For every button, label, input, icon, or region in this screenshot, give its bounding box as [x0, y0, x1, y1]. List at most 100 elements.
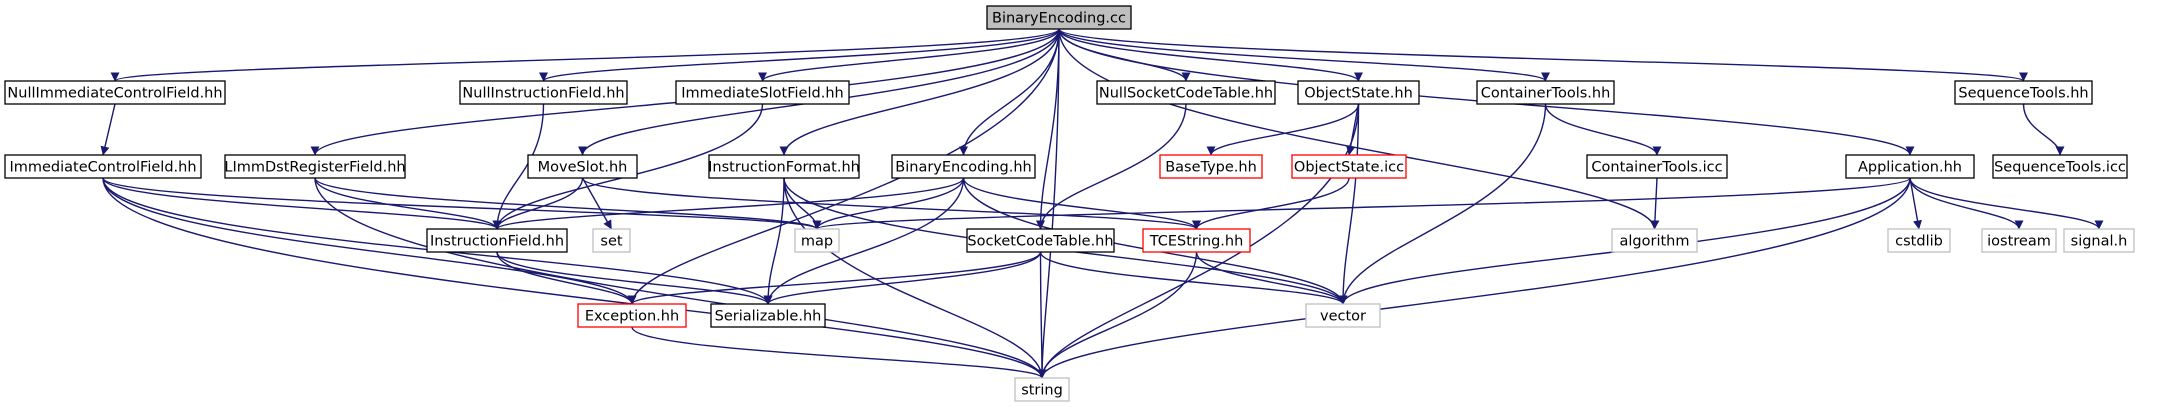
- node-label-exception: Exception.hh: [585, 309, 679, 325]
- node-box-set: [592, 228, 631, 253]
- edge-immctrl-to-exception: [102, 177, 637, 305]
- edge-root-to-nullimm: [110, 28, 1060, 82]
- node-box-vector: [1305, 303, 1381, 328]
- node-label-seqtools: SequenceTools.hh: [1958, 86, 2088, 102]
- edge-nullimm-to-immctrl: [100, 103, 116, 156]
- edge-limm-to-string: [314, 177, 1047, 379]
- node-label-instrfield: InstructionField.hh: [430, 234, 564, 250]
- node-box-conttools: [1476, 80, 1615, 105]
- edge-conttools-to-vector: [1338, 103, 1547, 305]
- edge-binenc-to-tcestr: [962, 177, 1201, 230]
- node-socktable[interactable]: SocketCodeTable.hh: [966, 228, 1115, 253]
- edge-root-to-string: [1037, 28, 1060, 379]
- edge-socktable-to-serial: [763, 251, 1042, 305]
- node-string[interactable]: string: [1014, 377, 1070, 402]
- node-iostream[interactable]: iostream: [1981, 228, 2057, 253]
- node-box-instrfmt: [708, 154, 860, 179]
- node-exception[interactable]: Exception.hh: [577, 303, 687, 328]
- node-label-tcestr: TCEString.hh: [1149, 234, 1244, 250]
- edge-seqtools-to-seqicc: [2022, 103, 2065, 156]
- node-map[interactable]: map: [794, 228, 840, 253]
- node-label-nullinstr: NullInstructionField.hh: [462, 86, 624, 102]
- node-objicc[interactable]: ObjectState.icc: [1291, 154, 1407, 179]
- node-immslot[interactable]: ImmediateSlotField.hh: [675, 80, 850, 105]
- node-box-tcestr: [1142, 228, 1251, 253]
- node-objstate[interactable]: ObjectState.hh: [1297, 80, 1420, 105]
- node-nullimm[interactable]: NullImmediateControlField.hh: [4, 80, 226, 105]
- node-label-vector: vector: [1320, 309, 1366, 325]
- node-limm[interactable]: LImmDstRegisterField.hh: [224, 154, 406, 179]
- node-set[interactable]: set: [592, 228, 631, 253]
- node-box-map: [794, 228, 840, 253]
- node-moveslot[interactable]: MoveSlot.hh: [527, 154, 638, 179]
- edge-instrfmt-to-serial: [763, 177, 785, 305]
- edge-root-to-nullinstr: [539, 28, 1060, 82]
- edge-instrfield-to-exception: [496, 251, 637, 305]
- node-box-immctrl: [4, 154, 202, 179]
- node-algorithm[interactable]: algorithm: [1611, 228, 1698, 253]
- node-label-objicc: ObjectState.icc: [1294, 160, 1404, 176]
- node-box-moveslot: [527, 154, 638, 179]
- edge-objstate-to-basetype: [1206, 103, 1360, 156]
- edge-nullinstr-to-instrfield: [492, 103, 545, 230]
- node-label-conticc: ContainerTools.icc: [1591, 160, 1722, 176]
- node-box-instrfield: [426, 228, 568, 253]
- node-basetype[interactable]: BaseType.hh: [1159, 154, 1263, 179]
- node-app[interactable]: Application.hh: [1845, 154, 1975, 179]
- edge-socktable-to-string: [1037, 251, 1047, 379]
- node-label-cstdlib: cstdlib: [1895, 234, 1943, 250]
- node-signal[interactable]: signal.h: [2063, 228, 2135, 253]
- edge-conticc-to-algorithm: [1650, 177, 1660, 230]
- node-label-set: set: [600, 234, 622, 250]
- node-label-binenc: BinaryEncoding.hh: [895, 160, 1031, 176]
- node-label-iostream: iostream: [1987, 234, 2051, 250]
- node-instrfmt[interactable]: InstructionFormat.hh: [708, 154, 860, 179]
- node-box-socktable: [966, 228, 1115, 253]
- node-box-signal: [2063, 228, 2135, 253]
- node-label-serial: Serializable.hh: [715, 309, 822, 325]
- node-box-limm: [224, 154, 406, 179]
- edge-moveslot-to-set: [581, 177, 613, 230]
- node-label-signal: signal.h: [2071, 234, 2128, 250]
- node-label-algorithm: algorithm: [1620, 234, 1690, 250]
- node-box-iostream: [1981, 228, 2057, 253]
- node-conttools[interactable]: ContainerTools.hh: [1476, 80, 1615, 105]
- edge-root-to-objstate: [1058, 28, 1363, 82]
- node-tcestr[interactable]: TCEString.hh: [1142, 228, 1251, 253]
- node-label-nullimm: NullImmediateControlField.hh: [7, 86, 222, 102]
- node-binenc[interactable]: BinaryEncoding.hh: [891, 154, 1036, 179]
- node-label-string: string: [1021, 383, 1063, 399]
- node-label-objstate: ObjectState.hh: [1304, 86, 1413, 102]
- node-box-conticc: [1586, 154, 1728, 179]
- edge-root-to-socktable: [1036, 28, 1060, 230]
- node-nullsock[interactable]: NullSocketCodeTable.hh: [1096, 80, 1276, 105]
- node-vector[interactable]: vector: [1305, 303, 1381, 328]
- node-label-moveslot: MoveSlot.hh: [538, 160, 628, 176]
- edge-objstate-to-vector: [1338, 103, 1360, 305]
- edge-app-to-map: [813, 177, 1911, 230]
- node-seqicc[interactable]: SequenceTools.icc: [1992, 154, 2128, 179]
- node-box-exception: [577, 303, 687, 328]
- node-box-immslot: [675, 80, 850, 105]
- edge-root-to-algorithm: [1058, 28, 1659, 230]
- node-serial[interactable]: Serializable.hh: [710, 303, 826, 328]
- edge-app-to-iostream: [1909, 177, 2024, 230]
- node-seqtools[interactable]: SequenceTools.hh: [1954, 80, 2093, 105]
- edge-objstate-to-objicc: [1346, 103, 1360, 156]
- node-cstdlib[interactable]: cstdlib: [1887, 228, 1951, 253]
- node-label-map: map: [801, 234, 833, 250]
- node-conticc[interactable]: ContainerTools.icc: [1586, 154, 1728, 179]
- edge-objicc-to-tcestr: [1192, 177, 1350, 230]
- node-root[interactable]: BinaryEncoding.cc: [986, 5, 1132, 30]
- node-nullinstr[interactable]: NullInstructionField.hh: [459, 80, 628, 105]
- edge-root-to-immslot: [758, 28, 1060, 82]
- node-box-nullsock: [1096, 80, 1276, 105]
- edge-root-to-instrfmt: [779, 28, 1060, 156]
- edge-binenc-to-serial: [763, 177, 965, 305]
- edge-exception-to-string: [631, 326, 1047, 379]
- node-instrfield[interactable]: InstructionField.hh: [426, 228, 568, 253]
- edge-binenc-to-map: [812, 177, 965, 230]
- edge-root-to-conttools: [1058, 28, 1550, 82]
- node-immctrl[interactable]: ImmediateControlField.hh: [4, 154, 202, 179]
- edge-socktable-to-vector: [1039, 251, 1348, 305]
